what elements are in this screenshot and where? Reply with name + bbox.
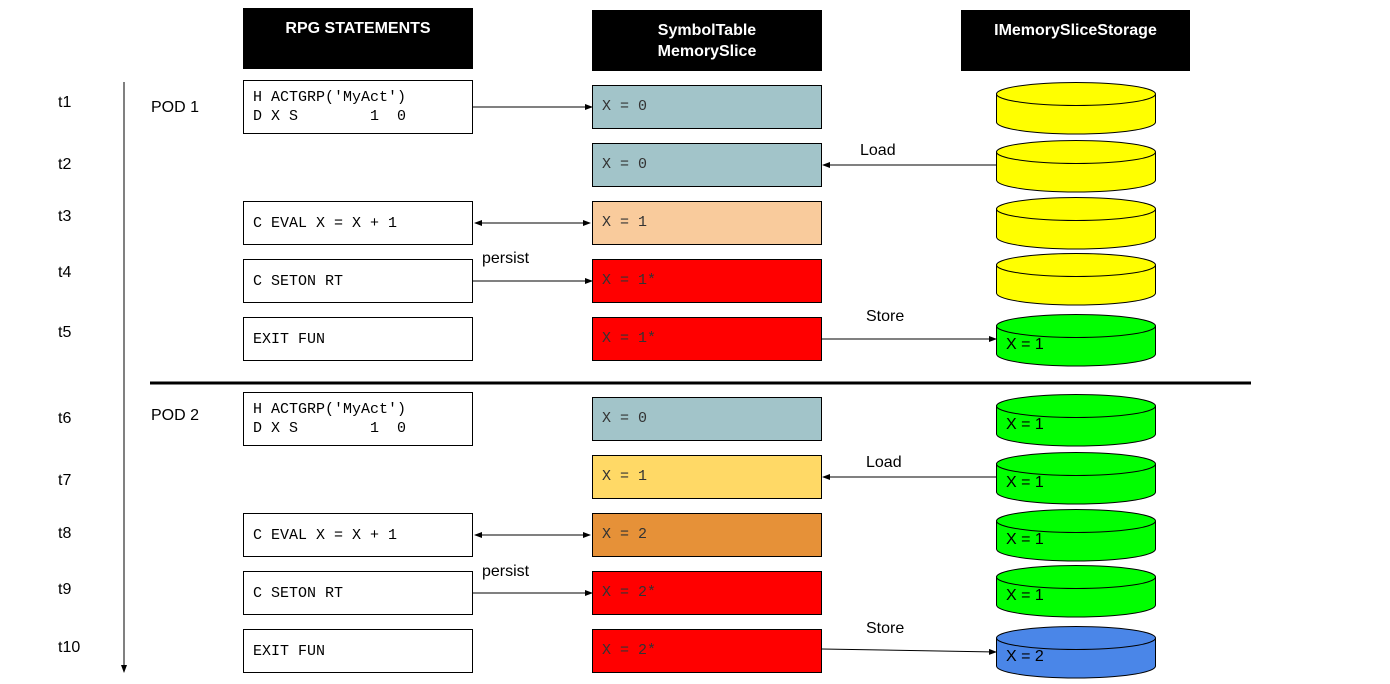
- storage-cylinder: X = 1: [996, 509, 1156, 562]
- storage-cylinder: X = 1: [996, 394, 1156, 447]
- rpg-statement-box: C SETON RT: [243, 571, 473, 615]
- memory-slice: X = 1*: [592, 317, 822, 361]
- database-cylinder-icon: [996, 509, 1156, 562]
- header-symbol-table-line2: MemorySlice: [657, 43, 757, 60]
- header-rpg-statements: RPG STATEMENTS: [243, 8, 473, 69]
- database-cylinder-icon: [996, 314, 1156, 367]
- rpg-statement-line: D X S 1 0: [253, 108, 407, 125]
- rpg-statement-line: H ACTGRP('MyAct'): [253, 401, 407, 418]
- load-label: Load: [866, 454, 902, 471]
- storage-value: X = 2: [1006, 648, 1044, 665]
- pod-label: POD 1: [151, 99, 200, 116]
- header-rpg-statements-label: RPG STATEMENTS: [285, 20, 431, 37]
- rpg-statement-box: EXIT FUN: [243, 629, 473, 673]
- rpg-statement-line: C SETON RT: [253, 584, 344, 602]
- rpg-statement-line: EXIT FUN: [253, 330, 326, 348]
- storage-cylinder: X = 2: [996, 626, 1156, 679]
- database-cylinder-icon: [996, 626, 1156, 679]
- header-storage-label: IMemorySliceStorage: [994, 22, 1157, 39]
- rpg-statement-box: EXIT FUN: [243, 317, 473, 361]
- rpg-statement-line: C EVAL X = X + 1: [253, 214, 398, 232]
- memory-slice: X = 1: [592, 201, 822, 245]
- database-cylinder-icon: [996, 394, 1156, 447]
- time-label: t5: [58, 324, 72, 341]
- storage-value: X = 1: [1006, 416, 1044, 433]
- memory-slice: X = 0: [592, 143, 822, 187]
- storage-cylinder: X = 1: [996, 452, 1156, 505]
- memory-slice: X = 2*: [592, 629, 822, 673]
- database-cylinder-icon: [996, 82, 1156, 135]
- time-label: t7: [58, 472, 72, 489]
- rpg-statement-box: C SETON RT: [243, 259, 473, 303]
- time-label: t6: [58, 410, 72, 427]
- storage-cylinder: X = 1: [996, 565, 1156, 618]
- memory-slice: X = 1: [592, 455, 822, 499]
- store-label: Store: [866, 308, 905, 325]
- time-label: t10: [58, 639, 81, 656]
- database-cylinder-icon: [996, 140, 1156, 193]
- rpg-statement-line: C EVAL X = X + 1: [253, 526, 398, 544]
- time-label: t8: [58, 525, 72, 542]
- rpg-statement-line: C SETON RT: [253, 272, 344, 290]
- storage-value: X = 1: [1006, 474, 1044, 491]
- rpg-statement-box: H ACTGRP('MyAct') D X S 1 0: [243, 392, 473, 446]
- rpg-statement-line: D X S 1 0: [253, 420, 407, 437]
- time-label: t2: [58, 156, 72, 173]
- header-symbol-table-line1: SymbolTable: [657, 22, 757, 39]
- storage-value: X = 1: [1006, 531, 1044, 548]
- memory-slice: X = 0: [592, 397, 822, 441]
- rpg-statement-line: H ACTGRP('MyAct'): [253, 89, 407, 106]
- storage-cylinder: [996, 253, 1156, 306]
- database-cylinder-icon: [996, 253, 1156, 306]
- rpg-statement-box: C EVAL X = X + 1: [243, 513, 473, 557]
- storage-value: X = 1: [1006, 587, 1044, 604]
- storage-cylinder: [996, 82, 1156, 135]
- database-cylinder-icon: [996, 452, 1156, 505]
- time-label: t3: [58, 208, 72, 225]
- rpg-statement-box: H ACTGRP('MyAct') D X S 1 0: [243, 80, 473, 134]
- header-storage: IMemorySliceStorage: [961, 10, 1190, 71]
- time-label: t9: [58, 581, 72, 598]
- persist-label: persist: [482, 250, 530, 267]
- header-symbol-table: SymbolTable MemorySlice: [592, 10, 822, 71]
- database-cylinder-icon: [996, 197, 1156, 250]
- arrow-store-2: [821, 648, 997, 655]
- time-label: t4: [58, 264, 72, 281]
- rpg-statement-box: C EVAL X = X + 1: [243, 201, 473, 245]
- storage-cylinder: [996, 140, 1156, 193]
- storage-value: X = 1: [1006, 336, 1044, 353]
- database-cylinder-icon: [996, 565, 1156, 618]
- persist-label: persist: [482, 563, 530, 580]
- store-label: Store: [866, 620, 905, 637]
- storage-cylinder: [996, 197, 1156, 250]
- storage-cylinder: X = 1: [996, 314, 1156, 367]
- pod-label: POD 2: [151, 407, 200, 424]
- time-label: t1: [58, 94, 72, 111]
- load-label: Load: [860, 142, 896, 159]
- memory-slice: X = 2: [592, 513, 822, 557]
- rpg-statement-line: EXIT FUN: [253, 642, 326, 660]
